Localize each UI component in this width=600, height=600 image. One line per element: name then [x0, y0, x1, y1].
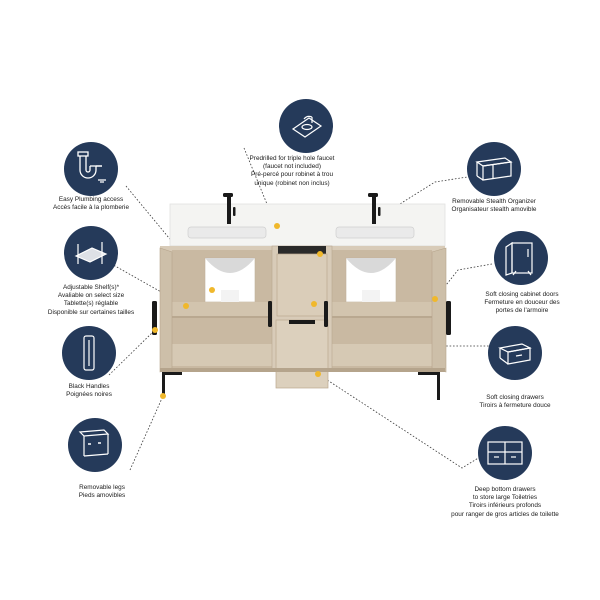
leader-faucet [243, 147, 277, 227]
hotspot-faucet[interactable] [274, 223, 280, 229]
leader-deep-drawers [317, 373, 481, 469]
countertop [169, 203, 446, 247]
caption-line: Removable Stealth Organizer [452, 198, 536, 205]
hotspot-shelf[interactable] [183, 303, 189, 309]
organizer-icon [467, 142, 521, 196]
center-right-handle [324, 301, 328, 327]
hotspot-cabinet-doors[interactable] [432, 296, 438, 302]
caption-line: Tablette(s) réglable [63, 300, 119, 308]
caption-line: Soft closing cabinet doors [485, 291, 559, 298]
handle-icon [62, 326, 116, 380]
caption-line: Poignées noires [66, 391, 112, 399]
caption-line: unique (robinet non inclus) [254, 179, 330, 187]
stealth-organizer [278, 246, 326, 254]
shelf-caption: Adjustable Shelf(s)* Avaliable on select… [21, 284, 161, 317]
caption-line: Organisateur stealth amovible [451, 206, 537, 214]
caption-line: Disponible sur certaines tailles [47, 308, 135, 316]
lower-drawer [275, 319, 329, 389]
caption-line: Predrilled for triple hole faucet [249, 155, 335, 162]
right-sink [335, 226, 415, 239]
caption-line: Pieds amovibles [78, 492, 126, 500]
cabinet-door-icon [494, 231, 548, 285]
legs [162, 372, 440, 400]
hotspot-handles[interactable] [152, 327, 158, 333]
plumbing-pipe-icon [64, 142, 118, 196]
caption-line: pour ranger de gros articles de toilette [451, 510, 559, 518]
deep-drawer-icon [478, 426, 532, 480]
left-faucet [223, 193, 236, 224]
faucet-hole-icon [279, 99, 333, 153]
leader-organizer [319, 174, 481, 255]
left-shelf [172, 302, 272, 318]
left-sink [187, 226, 267, 239]
cabinet-doors-caption: Soft closing cabinet doors Fermeture en … [452, 291, 592, 316]
hotspot-legs[interactable] [160, 393, 166, 399]
caption-line: Soft closing drawers [486, 394, 544, 401]
caption-line: Fermeture en douceur des [484, 299, 560, 307]
left-handle [152, 301, 157, 335]
caption-line: portes de l'armoire [495, 307, 549, 315]
hotspot-organizer[interactable] [317, 251, 323, 257]
center-left-handle [268, 301, 272, 327]
leader-handles [108, 329, 156, 376]
upper-drawer [276, 253, 328, 317]
faucet-caption: Predrilled for triple hole faucet (fauce… [222, 155, 362, 188]
organizer-caption: Removable Stealth Organizer Organisateur… [424, 198, 564, 214]
caption-line: Black Handles [68, 383, 110, 390]
caption-line: Easy Plumbing access [58, 196, 124, 203]
caption-line: to store large Toiletries [472, 494, 538, 502]
caption-line: Avaliable on select size [57, 292, 125, 300]
caption-line: Deep bottom drawers [474, 486, 536, 493]
left-door [159, 247, 173, 373]
removable-legs-icon [68, 418, 122, 472]
caption-line: Pré-percé pour robinet à trou [250, 171, 334, 179]
caption-line: Tiroirs à fermeture douce [479, 402, 551, 410]
drawer-icon [488, 326, 542, 380]
leader-shelf [107, 261, 187, 307]
hotspot-plumbing[interactable] [209, 287, 215, 293]
shelf-icon [64, 226, 118, 280]
caption-line: Removable legs [79, 484, 125, 491]
hotspot-drawers[interactable] [311, 301, 317, 307]
deep-drawers-caption: Deep bottom drawers to store large Toile… [435, 486, 575, 519]
drawers-caption: Soft closing drawers Tiroirs à fermeture… [445, 394, 585, 410]
right-faucet [368, 193, 381, 224]
caption-line: Adjustable Shelf(s)* [62, 284, 120, 291]
right-door [431, 247, 447, 373]
caption-line: Accès facile à la plomberie [52, 204, 129, 212]
legs-caption: Removable legs Pieds amovibles [32, 484, 172, 500]
handles-caption: Black Handles Poignées noires [19, 383, 159, 399]
caption-line: Tiroirs inférieurs profonds [468, 502, 542, 510]
right-shelf [332, 302, 432, 318]
plumbing-caption: Easy Plumbing access Accès facile à la p… [21, 196, 161, 212]
right-handle [446, 301, 451, 335]
caption-line: (faucet not included) [263, 163, 321, 171]
hotspot-deep-drawers[interactable] [315, 371, 321, 377]
